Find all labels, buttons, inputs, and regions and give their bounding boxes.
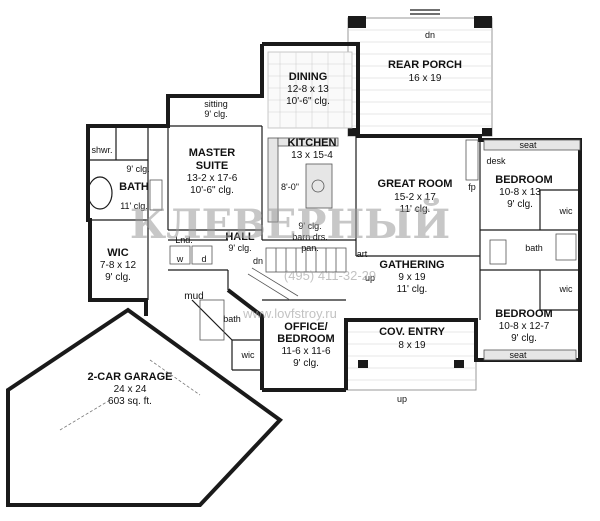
note-seat-top: seat	[519, 140, 537, 150]
watermark-url: www.lovfstroy.ru	[242, 306, 337, 321]
rear-porch-dim: 16 x 19	[409, 73, 442, 84]
master-name-1: MASTER	[189, 147, 236, 159]
gathering-clg: 11' clg.	[397, 284, 428, 295]
note-art: art	[357, 249, 368, 259]
bedroom2-dim: 10-8 x 12-7	[499, 321, 550, 332]
master-dim: 13-2 x 17-6	[187, 173, 238, 184]
note-up-gather: up	[365, 273, 375, 283]
master-name-2: SUITE	[196, 160, 228, 172]
bedroom1-dim: 10-8 x 13	[499, 187, 541, 198]
room-labels: REAR PORCH 16 x 19 DINING 12-8 x 13 10'-…	[88, 59, 573, 407]
stairs	[247, 247, 347, 301]
note-up-entry: up	[397, 394, 407, 404]
office-name-2: BEDROOM	[277, 333, 334, 345]
fixtures	[87, 139, 581, 361]
sitting-name: sitting	[204, 99, 228, 109]
wic-b2-name: wic	[559, 284, 573, 294]
wic-master-name: WIC	[107, 247, 128, 259]
kitchen-dim: 13 x 15-4	[291, 150, 333, 161]
great-room-clg: 11' clg.	[400, 204, 431, 215]
wic-b1-name: wic	[559, 206, 573, 216]
garage-area: 603 sq. ft.	[108, 396, 152, 407]
wc-clg: 9' clg.	[126, 164, 149, 174]
dining-area	[267, 51, 353, 129]
rear-porch	[347, 9, 493, 137]
kitchen-name: KITCHEN	[288, 137, 337, 149]
note-fp: fp	[468, 182, 476, 192]
mud-name: mud	[184, 291, 203, 302]
note-dn-hall: dn	[253, 256, 263, 266]
bedroom2-clg: 9' clg.	[511, 333, 537, 344]
hall-name: HALL	[225, 231, 255, 243]
sitting-clg: 9' clg.	[204, 109, 227, 119]
watermark-phone: (495) 411-32-29	[284, 268, 376, 283]
gathering-dim: 9 x 19	[398, 272, 426, 283]
office-wic-name: wic	[241, 350, 255, 360]
covered-entry	[345, 319, 477, 391]
note-seat-bottom: seat	[509, 350, 527, 360]
note-island-dim: 8'-0"	[281, 182, 299, 192]
dining-dim: 12-8 x 13	[287, 84, 329, 95]
office-clg: 9' clg.	[293, 358, 319, 369]
rear-porch-name: REAR PORCH	[388, 59, 462, 71]
office-name-1: OFFICE/	[284, 321, 327, 333]
kitchen-island	[267, 137, 339, 223]
master-bath-name: BATH	[119, 181, 149, 193]
entry-dim: 8 x 19	[398, 340, 426, 351]
entry-name: COV. ENTRY	[379, 326, 445, 338]
watermark-main: КЛЕВЕРНЫЙ	[130, 198, 450, 248]
master-bath-clg: 11' clg.	[120, 201, 148, 211]
garage-name: 2-CAR GARAGE	[88, 371, 173, 383]
dining-clg: 10'-6" clg.	[286, 96, 330, 107]
bath-small-name: bath	[525, 243, 543, 253]
garage-dim: 24 x 24	[114, 384, 147, 395]
laundry-name: Lnd.	[175, 235, 193, 245]
shwr-name: shwr.	[91, 145, 112, 155]
garage	[6, 307, 284, 507]
master-clg: 10'-6" clg.	[190, 185, 234, 196]
interior-walls	[88, 125, 580, 371]
note-barn-doors: barn drs.	[292, 232, 328, 242]
washer-label: w	[176, 254, 184, 264]
plan-notes: dn dn up up seat seat desk fp art barn d…	[253, 30, 537, 404]
note-desk: desk	[486, 156, 506, 166]
note-kitchen-clg: 9' clg.	[298, 221, 321, 231]
bedroom1-clg: 9' clg.	[507, 199, 533, 210]
great-room-dim: 15-2 x 17	[394, 192, 436, 203]
dryer-label: d	[201, 254, 206, 264]
hall-clg: 9' clg.	[228, 243, 251, 253]
office-dim: 11-6 x 11-6	[281, 346, 331, 357]
note-dn-top: dn	[425, 30, 435, 40]
office-bath-name: bath	[223, 314, 241, 324]
gathering-name: GATHERING	[379, 259, 444, 271]
bedroom1-name: BEDROOM	[495, 174, 552, 186]
great-room-name: GREAT ROOM	[378, 178, 453, 190]
bedroom2-name: BEDROOM	[495, 308, 552, 320]
dining-name: DINING	[289, 71, 328, 83]
wic-master-clg: 9' clg.	[105, 272, 131, 283]
note-pantry: pan.	[301, 243, 319, 253]
watermark: КЛЕВЕРНЫЙ (495) 411-32-29 www.lovfstroy.…	[130, 198, 450, 321]
wic-master-dim: 7-8 x 12	[100, 260, 137, 271]
